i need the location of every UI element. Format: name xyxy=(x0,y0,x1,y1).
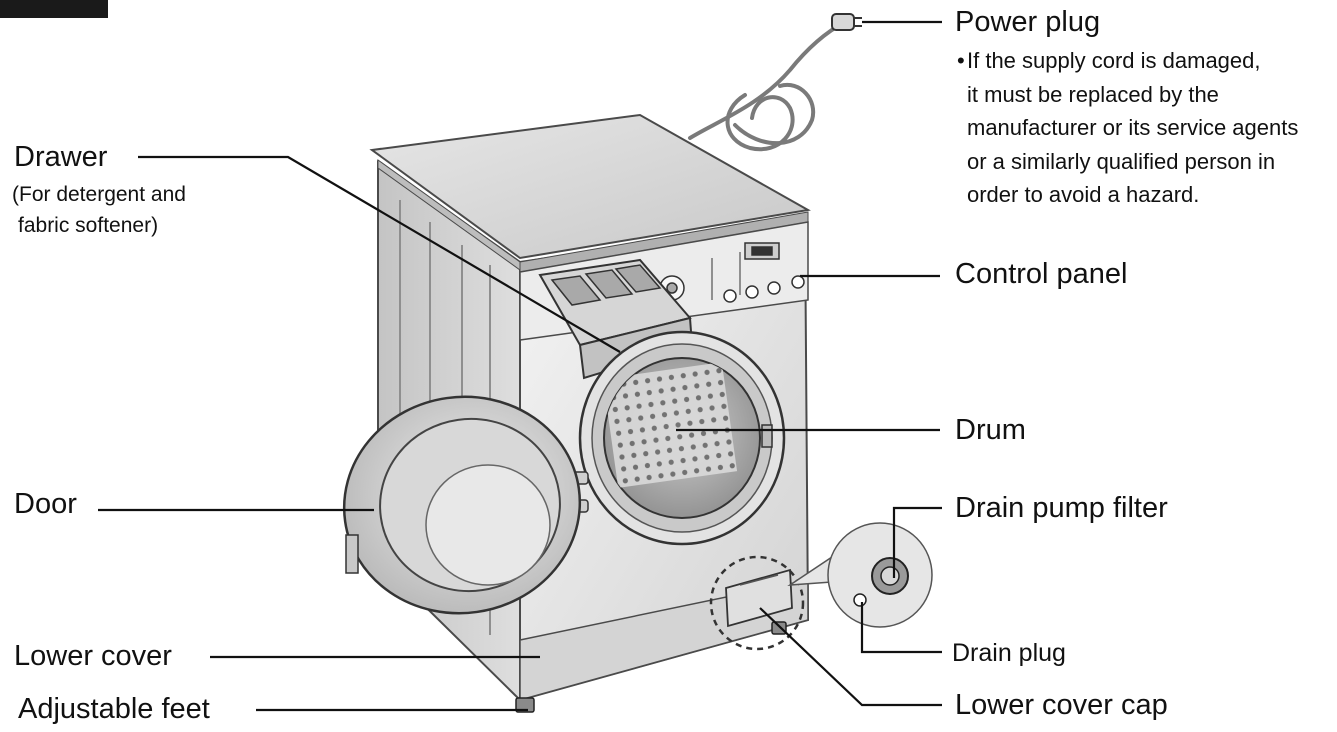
leader-drain-plug xyxy=(860,602,942,654)
power-plug-note-line-1: •If the supply cord is damaged, xyxy=(957,48,1261,73)
leader-drain-pump-filter xyxy=(892,506,942,578)
power-plug-note-line-4: or a similarly qualified person in xyxy=(967,148,1276,174)
label-control-panel: Control panel xyxy=(955,258,1128,290)
leader-drawer xyxy=(138,155,621,353)
power-plug-icon xyxy=(831,13,862,31)
corner-block xyxy=(0,0,108,18)
drain-plug-icon xyxy=(853,593,867,607)
label-drain-pump-filter: Drain pump filter xyxy=(955,492,1168,524)
open-door xyxy=(342,395,582,615)
label-drawer: Drawer xyxy=(14,141,108,173)
power-plug-note-line-2: it must be replaced by the xyxy=(967,81,1219,107)
label-adjustable-feet: Adjustable feet xyxy=(18,693,210,725)
label-door: Door xyxy=(14,488,77,520)
label-drawer-note-1: (For detergent and xyxy=(12,183,186,206)
power-plug-note: •If the supply cord is damaged, it must … xyxy=(957,44,1298,212)
leader-lines xyxy=(98,20,942,712)
label-drum: Drum xyxy=(955,414,1026,446)
label-drain-plug: Drain plug xyxy=(952,639,1066,667)
power-cord xyxy=(688,20,847,152)
leader-lower-cover-cap xyxy=(759,607,942,707)
magnify-circle xyxy=(709,555,805,651)
label-lower-cover-cap: Lower cover cap xyxy=(955,689,1168,721)
cabinet-top xyxy=(369,113,811,260)
power-plug-note-line-3: manufacturer or its service agents xyxy=(967,115,1299,140)
label-power-plug: Power plug xyxy=(955,6,1101,38)
label-lower-cover: Lower cover xyxy=(14,640,172,672)
label-drawer-note-2: fabric softener) xyxy=(18,214,159,237)
adjustable-feet xyxy=(515,621,787,713)
power-plug-note-line-5: order to avoid a hazard. xyxy=(967,182,1200,207)
callout-bubble xyxy=(787,522,933,628)
